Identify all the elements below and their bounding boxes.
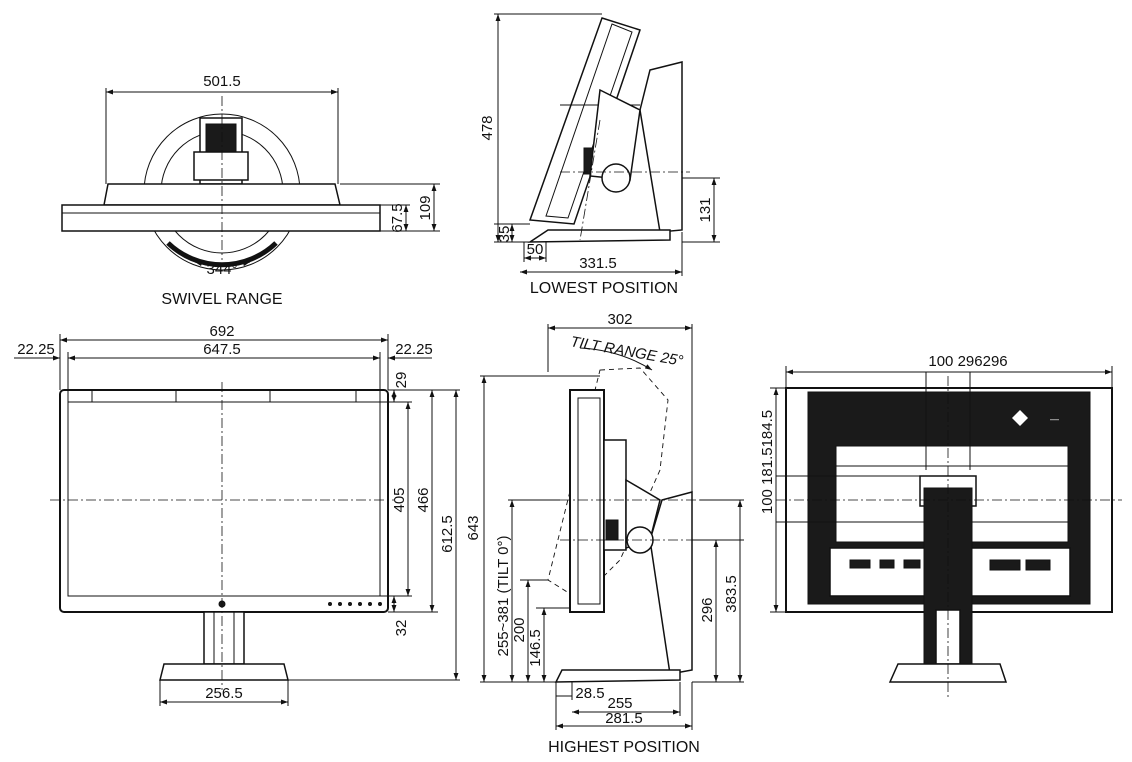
lowest-panel <box>528 17 641 225</box>
front-stand <box>203 611 245 665</box>
lowest-depth-label: 331.5 <box>579 255 617 272</box>
tilt-range-label: TILT RANGE 25° <box>569 333 684 370</box>
front-right-bezel-label: 22.25 <box>395 341 433 358</box>
swivel-view: 501.5 67.5 109 344° SWIVEL RANGE <box>61 73 440 308</box>
front-bottom-bezel-label: 32 <box>393 620 410 637</box>
lowest-caption: LOWEST POSITION <box>530 280 678 297</box>
swivel-angle-label: 344° <box>206 261 237 278</box>
highest-depth-label: 302 <box>607 311 632 328</box>
front-monitor <box>59 389 389 613</box>
highest-caption: HIGHEST POSITION <box>548 739 700 756</box>
rear-view: — 100 296296 100 181.5184.5 <box>759 353 1122 700</box>
lowest-bottom-label: 35 <box>496 226 513 243</box>
front-total-height-label: 612.5 <box>439 515 456 553</box>
highest-base <box>554 669 681 683</box>
front-panel-height-label: 466 <box>415 487 432 512</box>
front-top-bezel-label: 29 <box>393 372 410 389</box>
front-screen-width-label: 647.5 <box>203 341 241 358</box>
front-base <box>159 663 289 681</box>
lowest-view: 109 478 35 50 331.5 131 LOWEST POSITION <box>479 13 720 297</box>
highest-view: TILT RANGE 25° 302 643 255~381 (TILT 0°)… <box>465 311 744 756</box>
lowest-pivot-label: 131 <box>697 197 714 222</box>
front-total-width-label: 692 <box>209 323 234 340</box>
highest-panel <box>569 389 605 613</box>
swivel-caption: SWIVEL RANGE <box>161 291 282 308</box>
rear-logo-text: — <box>1050 414 1059 424</box>
rear-top-dims-label: 100 296296 <box>928 353 1007 370</box>
swivel-h1-label: 67.5 <box>389 203 406 232</box>
highest-383-label: 383.5 <box>723 575 740 613</box>
swivel-width-label: 501.5 <box>203 73 241 90</box>
highest-296-label: 296 <box>699 597 716 622</box>
highest-255-label: 255 <box>607 695 632 712</box>
monitor-top-bar <box>61 204 381 232</box>
swivel-h2-label: 109 <box>417 195 434 220</box>
highest-200-label: 200 <box>511 617 528 642</box>
front-view: 692 647.5 22.25 22.25 29 405 466 612.5 3… <box>14 323 460 706</box>
front-base-width-label: 256.5 <box>205 685 243 702</box>
front-screen-height-label: 405 <box>391 487 408 512</box>
lowest-foot-label: 50 <box>527 241 544 258</box>
rear-ports <box>849 559 1051 571</box>
lowest-stand <box>639 61 683 233</box>
highest-146-label: 146.5 <box>527 629 544 667</box>
highest-281-label: 281.5 <box>605 710 643 727</box>
lowest-height-text: 478 <box>479 115 496 140</box>
front-left-bezel-label: 22.25 <box>17 341 55 358</box>
highest-height-label: 643 <box>465 515 482 540</box>
highest-stand <box>649 491 693 675</box>
rear-side-dims-label: 100 181.5184.5 <box>759 410 776 514</box>
highest-28-label: 28.5 <box>575 685 604 702</box>
front-buttons <box>328 602 382 606</box>
highest-adjust-label: 255~381 (TILT 0°) <box>495 536 512 657</box>
lowest-base <box>527 229 671 243</box>
